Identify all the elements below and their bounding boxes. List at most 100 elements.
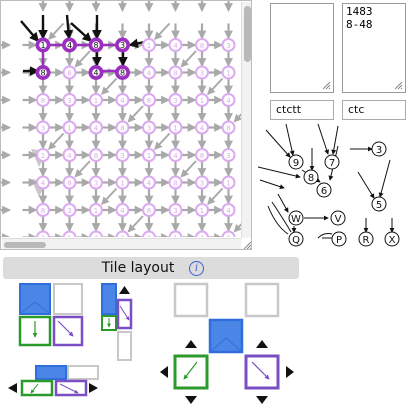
grid-edge-arrow [74,50,91,68]
grid-node [115,230,130,237]
grid-node [36,148,50,162]
active-edge-arrow [63,14,74,40]
grid-node-label: 3 [173,97,177,105]
grid-node-label: 3 [200,180,204,188]
grid-node [168,120,183,135]
grid-node [142,203,156,217]
grid-node [221,65,236,80]
grid-node-label: 4 [94,125,99,133]
grid-node-label: 3 [41,235,45,238]
diagram-node-6: 6 [316,182,332,198]
diagram-node-8: 8 [303,169,319,185]
grid-edge-arrow [154,22,171,40]
active-edge-arrow [20,20,40,43]
vertical-scrollbar[interactable] [241,2,251,238]
vertical-scroll-thumb[interactable] [244,6,251,62]
grid-node [195,175,209,190]
grid-node-label: 3 [67,97,71,105]
grid-node-label: 4 [41,180,46,188]
grid-node [142,93,156,107]
grid-node [36,203,50,217]
grid-node-label: 1 [200,97,204,105]
grid-node-label: 1 [94,207,98,215]
grid-node [168,230,183,237]
svg-text:R: R [363,235,370,246]
grid-node [36,120,50,135]
grid-node-label: 4 [200,125,205,133]
text-field-right[interactable]: ctc [342,100,406,120]
grid-node-label: 4 [93,69,98,78]
grid-node [62,230,77,237]
grid-node-label: 4 [120,97,125,105]
grid-node [142,65,156,80]
grid-node-core [92,41,100,49]
diagram-node-V: V [330,210,346,226]
grid-node [168,38,183,52]
resize-grip-icon[interactable] [241,239,252,250]
grid-node-label: 1 [67,235,71,238]
horizontal-scrollbar[interactable] [2,238,241,249]
grid-node-label: 8 [120,125,124,133]
grid-node-label: 8 [40,69,45,78]
info-icon[interactable]: i [189,261,204,276]
grid-node-label: 8 [67,70,71,78]
grid-edge-arrow [101,77,118,95]
diagram-node-9: 9 [288,154,304,170]
text-field-left[interactable]: ctctt [270,100,334,120]
layout-option-horizontal[interactable] [8,365,99,397]
grid-node-label: 1 [120,180,124,188]
grid-node [142,148,156,162]
grid-edge-arrow [48,22,65,40]
grid-node-label: 8 [147,207,151,215]
grid-edge-arrow [154,132,171,150]
grid-node [115,175,130,190]
grid-node [89,120,103,135]
grid-node-label: 3 [147,235,151,238]
grid-node [195,203,209,217]
grid-node-label: 8 [226,235,230,238]
svg-text:5: 5 [376,200,382,211]
grid-node [36,230,50,237]
grid-edge-arrow [233,223,241,233]
layout-option-expanded[interactable] [160,282,294,404]
diagram-node-W: W [288,210,304,226]
grid-node-label: 1 [173,125,177,133]
layout-option-vertical[interactable] [101,283,133,361]
resize-grip-icon[interactable] [392,79,403,90]
horizontal-scroll-thumb[interactable] [4,242,46,248]
grid-edge-arrow [207,187,224,205]
resize-grip-icon[interactable] [320,79,331,90]
grid-node-label: 8 [41,207,45,215]
grid-node-label: 8 [94,152,98,160]
preview-panel-right: 1483 8-48 [342,3,406,93]
grid-node-label: 8 [41,97,45,105]
grid-node-label: 8 [147,97,151,105]
grid-node-label: 3 [226,152,230,160]
grid-node-label: 1 [226,180,230,188]
node-diagram: 9 7 3 8 6 5 W V Q P R X [258,123,400,247]
grid-node-label: 1 [226,70,230,78]
grid-node [195,38,209,52]
grid-node-core [39,41,47,49]
grid-node [142,120,156,135]
grid-node [62,93,77,107]
grid-node-core [65,41,74,49]
grid-node-label: 4 [200,235,205,238]
diagram-node-3: 3 [371,141,387,157]
grid-node-label: 4 [147,180,152,188]
grid-edge-arrow [180,160,197,178]
grid-node-label: 1 [200,207,204,215]
svg-text:P: P [336,235,342,246]
layout-option-grid[interactable] [18,283,84,347]
grid-node [168,203,183,217]
svg-text:8: 8 [308,173,314,184]
tile-layout-options [8,282,294,404]
grid-node [168,175,183,190]
grid-edge-arrow [127,215,144,233]
diagram-node-X: X [384,231,400,247]
grid-node [115,203,130,217]
grid-node [221,93,236,107]
grid-node-label: 4 [147,70,152,78]
